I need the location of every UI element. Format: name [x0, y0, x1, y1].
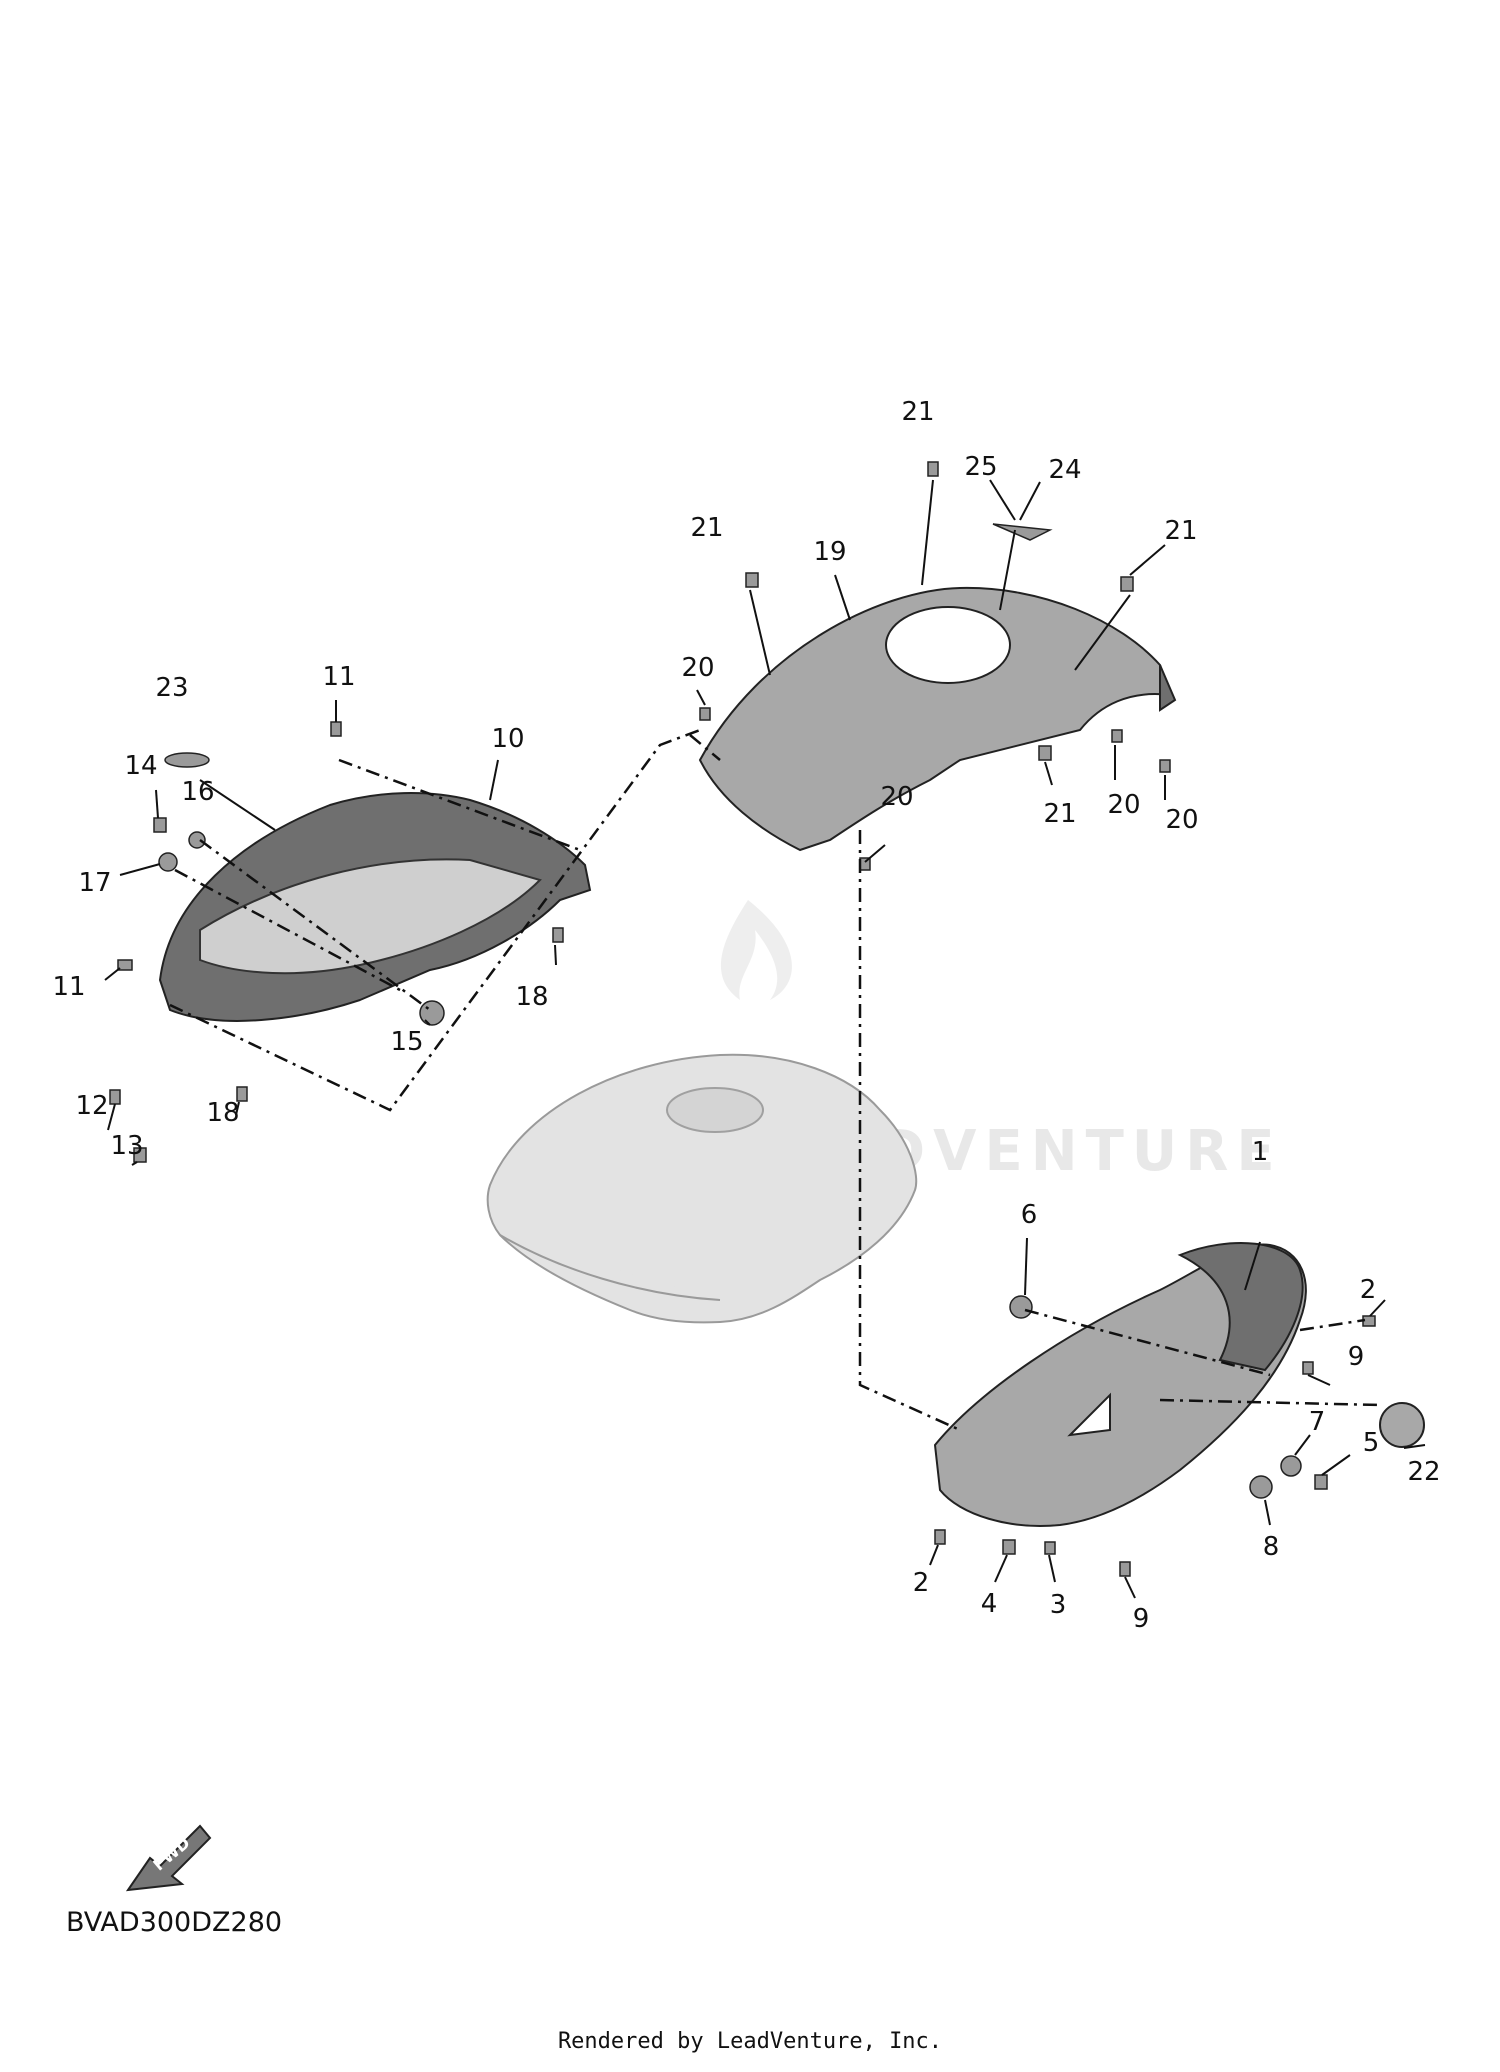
collar-7-icon — [1280, 1455, 1302, 1477]
callout-13: 13 — [110, 1131, 143, 1161]
flame-logo-icon — [720, 900, 792, 1000]
fwd-arrow: FWD — [125, 1824, 212, 1892]
clip-3-icon — [1044, 1541, 1056, 1555]
callout-21: 21 — [1043, 799, 1076, 829]
fasteners — [109, 461, 1376, 1577]
callout-18: 18 — [515, 982, 548, 1012]
callout-24: 24 — [1048, 455, 1081, 485]
callout-21: 21 — [901, 397, 934, 427]
callout-20: 20 — [681, 653, 714, 683]
callout-3: 3 — [1050, 1590, 1067, 1620]
callout-8: 8 — [1263, 1532, 1280, 1562]
bolt-21-icon — [927, 461, 939, 477]
grommet-20-icon — [699, 707, 711, 721]
emblem-24-icon — [992, 523, 1053, 541]
part-1-front-cover — [933, 1242, 1425, 1527]
vent-grille-icon — [1067, 1392, 1111, 1437]
callout-9: 9 — [1348, 1342, 1365, 1372]
callout-5: 5 — [1363, 1428, 1380, 1458]
part-19-tank-top-cover — [698, 586, 1177, 852]
callout-2: 2 — [913, 1568, 930, 1598]
bolt-5-icon — [1314, 1474, 1328, 1490]
leader-lines — [104, 479, 1426, 1599]
grommet-20-icon — [1159, 759, 1171, 773]
callout-17: 17 — [78, 868, 111, 898]
callout-21: 21 — [1164, 516, 1197, 546]
fuel-tank — [486, 1053, 918, 1324]
callout-14: 14 — [124, 751, 157, 781]
callout-2: 2 — [1360, 1275, 1377, 1305]
clip-18-icon — [236, 1086, 248, 1102]
grommet-20-icon — [1111, 729, 1123, 743]
bolt-2-icon — [934, 1529, 946, 1545]
callout-22: 22 — [1407, 1457, 1440, 1487]
diagram-code: BVAD300DZ280 — [66, 1907, 283, 1938]
callout-12: 12 — [75, 1091, 108, 1121]
bolt-21-icon — [1038, 745, 1052, 761]
clip-18-icon — [552, 927, 564, 943]
bolt-21-icon — [745, 572, 759, 588]
grommet-15-icon — [419, 1000, 445, 1026]
part-22-cap — [1379, 1402, 1425, 1448]
assembly-lines — [169, 728, 1381, 1432]
callout-labels: 21 25 24 21 21 19 20 23 11 10 14 16 17 2… — [52, 397, 1440, 1634]
callout-25: 25 — [964, 452, 997, 482]
clip-9-icon — [1302, 1361, 1314, 1375]
collar-16-icon — [188, 831, 206, 849]
bolt-21-icon — [1120, 576, 1134, 592]
render-credit: Rendered by LeadVenture, Inc. — [557, 2029, 943, 2054]
screw-12-icon — [109, 1089, 121, 1105]
callout-1: 1 — [1252, 1137, 1269, 1167]
callout-21: 21 — [690, 513, 723, 543]
callout-16: 16 — [181, 777, 214, 807]
callout-9: 9 — [1133, 1604, 1150, 1634]
clip-9-icon — [1119, 1561, 1131, 1577]
callout-20: 20 — [1107, 790, 1140, 820]
callout-15: 15 — [390, 1027, 423, 1057]
grommet-6-icon — [1009, 1295, 1033, 1319]
callout-7: 7 — [1309, 1407, 1326, 1437]
callout-18: 18 — [206, 1098, 239, 1128]
screw-11-icon — [117, 959, 133, 971]
fwd-arrow-icon — [125, 1824, 212, 1892]
callout-11: 11 — [322, 662, 355, 692]
grommet-8-icon — [1249, 1475, 1273, 1499]
part-10-side-panel — [158, 792, 592, 1022]
callout-4: 4 — [981, 1589, 998, 1619]
callout-11: 11 — [52, 972, 85, 1002]
screw-4-icon — [1002, 1539, 1016, 1555]
screw-13-icon — [133, 1147, 147, 1163]
callout-20: 20 — [880, 782, 913, 812]
screw-14-icon — [153, 817, 167, 833]
emblem-23-icon — [164, 752, 210, 768]
callout-20: 20 — [1165, 805, 1198, 835]
callout-23: 23 — [155, 673, 188, 703]
screw-11-icon — [330, 721, 342, 737]
callout-10: 10 — [491, 724, 524, 754]
grommet-17-icon — [158, 852, 178, 872]
callout-6: 6 — [1021, 1200, 1038, 1230]
callout-19: 19 — [813, 537, 846, 567]
